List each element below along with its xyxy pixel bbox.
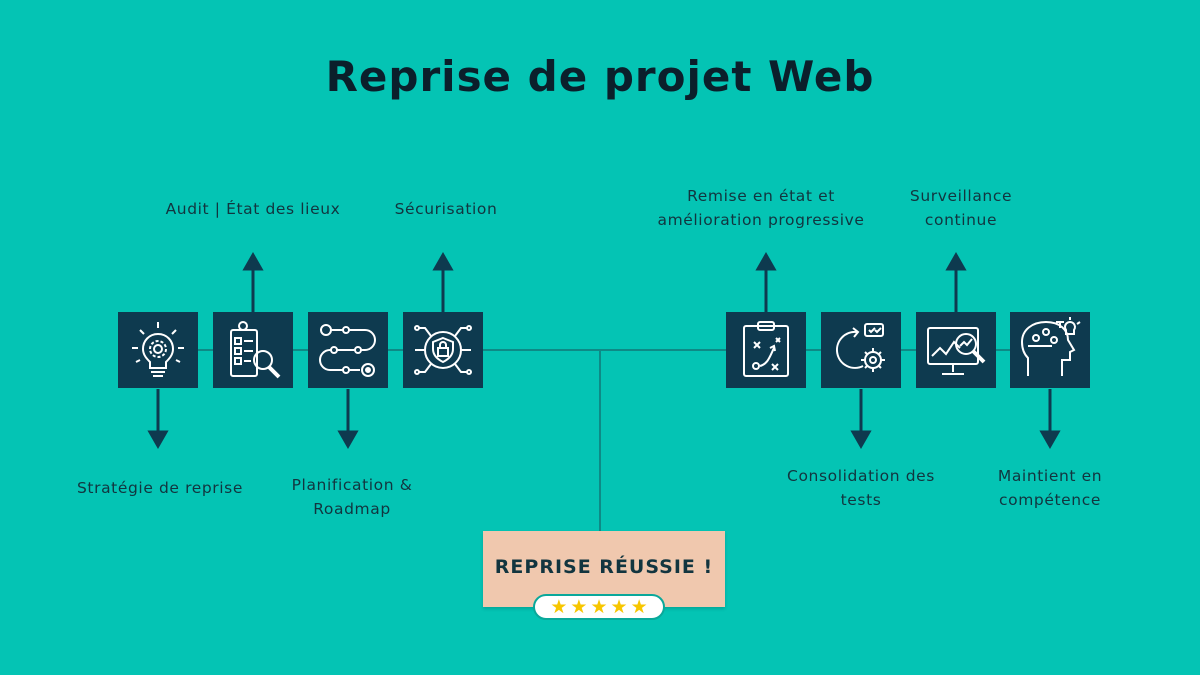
head-ideas-icon [1020, 317, 1081, 376]
step-8-label: Maintient en compétence [997, 467, 1103, 509]
strategy-clipboard-icon [743, 321, 789, 377]
roadmap-path-icon [319, 324, 376, 377]
step-2-label: Audit | État des lieux [165, 200, 341, 218]
step-4-label: Sécurisation [394, 200, 498, 218]
step-1-box [118, 312, 198, 388]
checklist-magnifier-icon [230, 321, 281, 379]
step-6-label: Consolidation des tests [787, 467, 935, 509]
step-1-label: Stratégie de reprise [76, 479, 243, 497]
step-3-label: Planification & Roadmap [291, 476, 413, 518]
step-6-box [821, 312, 901, 388]
star-icon: ★ [630, 596, 648, 618]
cycle-gear-icon [836, 323, 885, 372]
step-8-box [1010, 312, 1090, 388]
step-4-box [403, 312, 483, 388]
monitor-analytics-icon [927, 327, 986, 375]
step-5-label: Remise en état et amélioration progressi… [657, 187, 865, 229]
step-5-box [726, 312, 806, 388]
lightbulb-gear-icon [132, 322, 184, 377]
result-label: REPRISE RÉUSSIE ! [494, 556, 714, 578]
rating-stars: ★ ★ ★ ★ ★ [533, 594, 665, 620]
star-icon: ★ [610, 596, 628, 618]
star-icon: ★ [590, 596, 608, 618]
step-3-box [308, 312, 388, 388]
step-7-box [916, 312, 996, 388]
padlock-circuit-icon [414, 325, 472, 375]
star-icon: ★ [550, 596, 568, 618]
diagram-title: Reprise de projet Web [325, 52, 875, 101]
step-7-label: Surveillance continue [909, 187, 1013, 229]
star-icon: ★ [570, 596, 588, 618]
step-2-box [213, 312, 293, 388]
